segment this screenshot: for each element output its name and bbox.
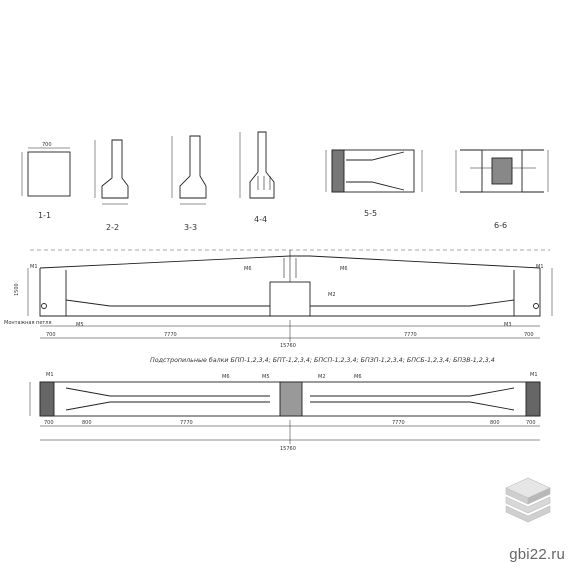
dim-7770-plan-right: 7770 xyxy=(392,420,405,426)
section-label-6-6: 6-6 xyxy=(494,221,507,230)
mark-m1-plan-left: М1 xyxy=(46,372,54,378)
dim-7770-right: 7770 xyxy=(404,332,417,338)
section-label-4-4: 4-4 xyxy=(254,215,267,224)
mark-m1-right: М1 xyxy=(536,264,544,270)
mark-m2-elev: М2 xyxy=(328,292,336,298)
dim-15760-elev: 15760 xyxy=(280,343,296,349)
mark-m6-right: М6 xyxy=(340,266,348,272)
dim-800-plan-right: 800 xyxy=(490,420,500,426)
mark-m2-plan: М2 xyxy=(318,374,326,380)
dim-7770-left: 7770 xyxy=(164,332,177,338)
dim-15760-plan: 15760 xyxy=(280,446,296,452)
dim-700-right: 700 xyxy=(524,332,534,338)
section-2-2 xyxy=(94,139,129,205)
mark-m1-left: М1 xyxy=(30,264,38,270)
mark-m5-elev: М5 xyxy=(76,322,84,328)
section-1-1 xyxy=(21,147,71,197)
beam-plan xyxy=(29,381,541,444)
dim-700-s1: 700 xyxy=(42,142,52,148)
dim-700-left: 700 xyxy=(46,332,56,338)
note-lifting-loop: Монтажная петля xyxy=(4,320,52,326)
mark-m3-elev: М3 xyxy=(504,322,512,328)
mark-m6-plan-right: М6 xyxy=(354,374,362,380)
section-label-5-5: 5-5 xyxy=(364,209,377,218)
dim-800-plan-left: 800 xyxy=(82,420,92,426)
section-5-5 xyxy=(325,149,423,193)
section-3-3 xyxy=(171,135,207,205)
beam-elevation xyxy=(27,249,553,342)
mark-m5-plan: М5 xyxy=(262,374,270,380)
mark-m1-plan-right: М1 xyxy=(530,372,538,378)
section-6-6 xyxy=(455,149,549,193)
watermark-text: gbi22.ru xyxy=(509,546,565,563)
dim-1500: 1500 xyxy=(14,283,20,296)
section-label-1-1: 1-1 xyxy=(38,211,51,220)
section-label-2-2: 2-2 xyxy=(106,223,119,232)
dim-7770-plan-left: 7770 xyxy=(180,420,193,426)
dim-700-plan-right: 700 xyxy=(526,420,536,426)
mark-m6-plan: М6 xyxy=(222,374,230,380)
section-label-3-3: 3-3 xyxy=(184,223,197,232)
dim-700-plan-left: 700 xyxy=(44,420,54,426)
mark-m6-left: М6 xyxy=(244,266,252,272)
gbi22-cube-logo xyxy=(505,477,551,523)
section-4-4 xyxy=(239,131,275,199)
drawing-title: Подстропильные балки БПП-1,2,3,4; БПТ-1,… xyxy=(150,356,495,364)
